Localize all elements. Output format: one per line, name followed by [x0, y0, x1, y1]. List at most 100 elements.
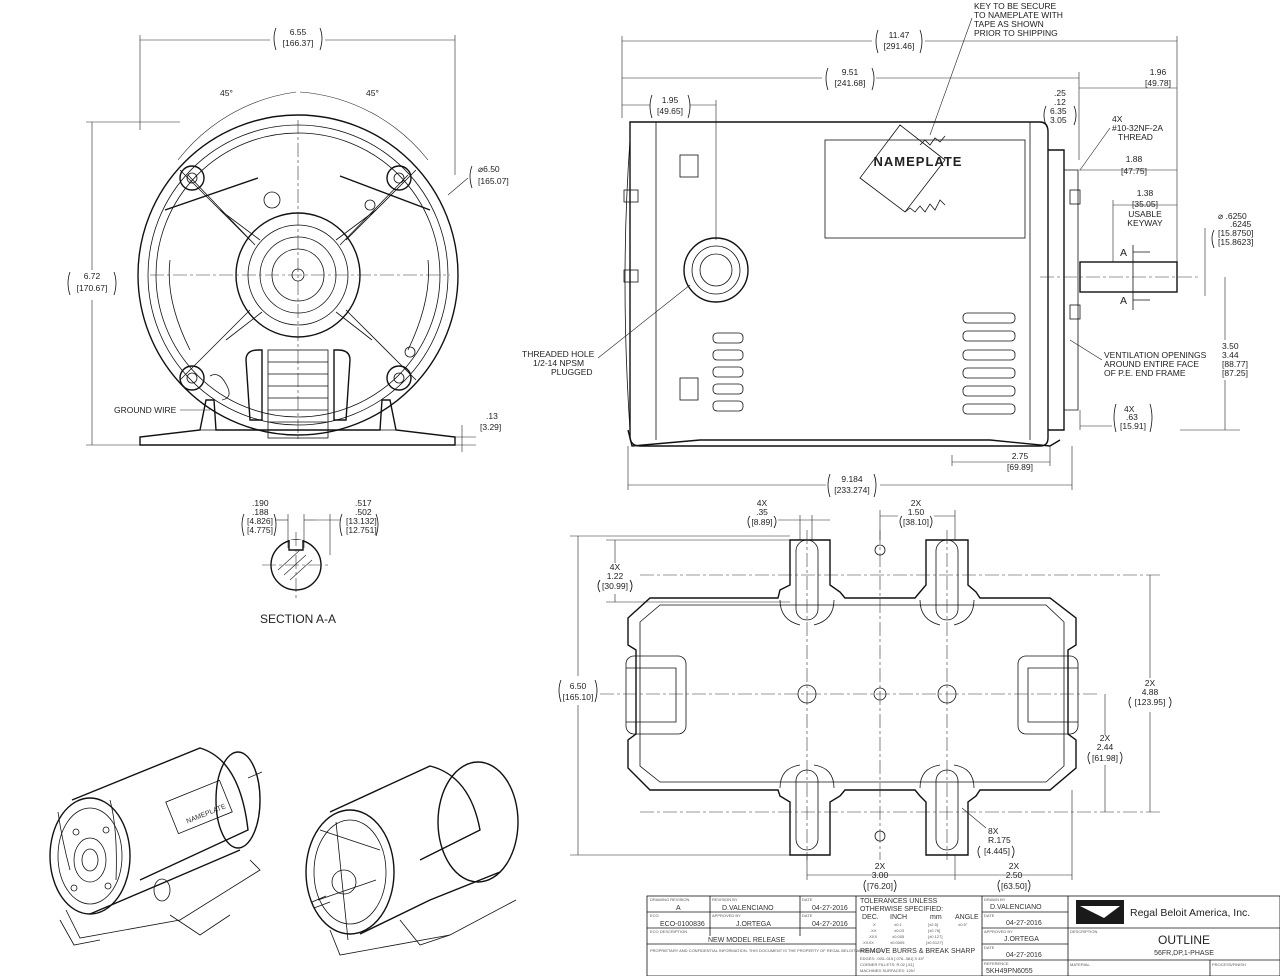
dim-body-length-mm: [241.68] [835, 78, 866, 88]
tol-xxx: .XXX [868, 934, 877, 939]
drawn-hdr: DRAWN BY [984, 897, 1006, 902]
ref-hdr: REFERENCE [984, 961, 1009, 966]
hole-sp-mm: [123.95] [1135, 697, 1166, 707]
tol-mm: mm [930, 914, 942, 921]
section-aa: .190 .188 [4.826] [4.775] .517 .502 [13.… [241, 498, 379, 626]
top-sp: 1.50 [908, 507, 925, 517]
dim-overall-length-mm: [291.46] [884, 41, 915, 51]
dim-face-1: .25 [1054, 88, 1066, 98]
date2-val: 04-27-2016 [812, 921, 848, 928]
angle-right: 45° [366, 88, 379, 98]
kd-1: .517 [355, 498, 372, 508]
front-view: 6.55 [166.37] 45° 45° 6.72 [170.67] ⌀6.5… [67, 27, 509, 452]
material-hdr: MATERIAL [1070, 962, 1090, 967]
tol-dec: DEC. [862, 914, 879, 921]
date2-hdr: DATE [802, 913, 813, 918]
shaft-height-1: 3.50 [1222, 341, 1239, 351]
tol-x: .X [872, 922, 876, 927]
dim-overall-width-mm: [166.37] [283, 38, 314, 48]
half-sp: 2.44 [1097, 742, 1114, 752]
label-ground-wire: GROUND WIRE [114, 405, 177, 415]
base-width-mm: [165.10] [563, 692, 594, 702]
date3-val: 04-27-2016 [1006, 920, 1042, 927]
tol-inch: INCH [890, 914, 907, 921]
side-view: KEY TO BE SECURE TO NAMEPLATE WITH TAPE … [522, 1, 1253, 498]
drawing-subtitle: 56FR,DP,1-PHASE [1154, 950, 1214, 957]
label-keyway-1: USABLE [1128, 209, 1162, 219]
kw-2: .188 [252, 507, 269, 517]
note-key-4: PRIOR TO SHIPPING [974, 28, 1058, 38]
eco-val: ECO-0100836 [660, 921, 705, 928]
dim-shaft-ext-mm: [49.78] [1145, 78, 1171, 88]
slot-len-mm: [30.99] [602, 581, 628, 591]
label-threaded-2: 1/2-14 NPSM [533, 358, 584, 368]
dim-diameter: ⌀6.50 [478, 164, 500, 174]
dim-face-2: .12 [1054, 97, 1066, 107]
top-qty: 2X [911, 498, 922, 508]
dim-body-length: 9.51 [842, 67, 859, 77]
tol-x-mm: [±2.5] [928, 922, 938, 927]
iso-view-left: NAMEPLATE [49, 747, 263, 946]
shaft-height-3: [88.77] [1222, 359, 1248, 369]
date4-hdr: DATE [984, 945, 995, 950]
bot-sp-1-mm: [76.20] [867, 881, 893, 891]
dim-overall-width: 6.55 [290, 27, 307, 37]
note-key-1: KEY TO BE SECURE [974, 1, 1057, 11]
vent-group-right [962, 312, 1016, 415]
label-vent-1: VENTILATION OPENINGS [1104, 350, 1207, 360]
shaft-height-2: 3.44 [1222, 350, 1239, 360]
radius-qty: 8X [988, 826, 999, 836]
section-aa-label: SECTION A-A [260, 612, 336, 626]
bot-qty-1: 2X [875, 861, 886, 871]
dim-overall-height: 6.72 [84, 271, 101, 281]
half-sp-mm: [61.98] [1092, 753, 1118, 763]
nameplate-label: NAMEPLATE [874, 154, 963, 169]
slot-qty: 4X [1124, 404, 1135, 414]
dim-foot-thickness-mm: [3.29] [480, 422, 501, 432]
shaft-dia-1: ⌀ .6250 [1218, 211, 1247, 221]
company-logo-icon [1076, 900, 1124, 924]
bot-qty-2: 2X [1009, 861, 1020, 871]
appr-val: J.ORTEGA [736, 921, 771, 928]
appr2-val: J.ORTEGA [1004, 936, 1039, 943]
note-key-3: TAPE AS SHOWN [974, 19, 1044, 29]
label-threaded-3: PLUGGED [551, 367, 593, 377]
tol-burrs: REMOVE BURRS & BREAK SHARP [860, 948, 975, 955]
slot-w: .63 [1126, 412, 1138, 422]
tol-corner: CORNER FILLETS: R.02 [.51] [860, 962, 914, 967]
drawn-val: D.VALENCIANO [990, 904, 1042, 911]
kd-4: [12.751] [346, 525, 377, 535]
slot-w-mm: [8.89] [751, 517, 772, 527]
kd-2: .502 [355, 507, 372, 517]
tol-xx-in: ±0.03 [894, 928, 905, 933]
tol-2: OTHERWISE SPECIFIED: [860, 906, 943, 913]
label-vent-2: AROUND ENTIRE FACE [1104, 359, 1199, 369]
label-vent-3: OF P.E. END FRAME [1104, 368, 1186, 378]
ecod-val: NEW MODEL RELEASE [708, 937, 785, 944]
vent-group-left [712, 332, 744, 412]
drawing-title: OUTLINE [1158, 933, 1210, 947]
dim-hole-offset: 1.95 [662, 95, 679, 105]
section-mark-bottom: A [1120, 295, 1127, 307]
thread-qty: 4X [1112, 114, 1123, 124]
tol-xxxx-mm: [±0.0127] [926, 940, 943, 945]
thread-word: THREAD [1118, 132, 1153, 142]
dim-face-3: 6.35 [1050, 106, 1067, 116]
eco-hdr: ECO [650, 913, 659, 918]
dim-foot-to-face-mm: [69.89] [1007, 462, 1033, 472]
bot-sp-2-mm: [63.50] [1001, 881, 1027, 891]
date-val: 04-27-2016 [812, 905, 848, 912]
appr-hdr: APPROVED BY [712, 913, 741, 918]
shaft-height-4: [87.25] [1222, 368, 1248, 378]
date4-val: 04-27-2016 [1006, 952, 1042, 959]
rev-val: A [676, 905, 681, 912]
bot-sp-2: 2.50 [1006, 870, 1023, 880]
dim-base-length: 9.184 [841, 474, 863, 484]
top-sp-mm: [38.10] [903, 517, 929, 527]
ecod-hdr: ECO DESCRIPTION [650, 929, 687, 934]
section-mark-top: A [1120, 247, 1127, 259]
dim-face-4: 3.05 [1050, 115, 1067, 125]
angle-left: 45° [220, 88, 233, 98]
dim-foot-to-face: 2.75 [1012, 451, 1029, 461]
dim-overall-length: 11.47 [889, 30, 910, 40]
